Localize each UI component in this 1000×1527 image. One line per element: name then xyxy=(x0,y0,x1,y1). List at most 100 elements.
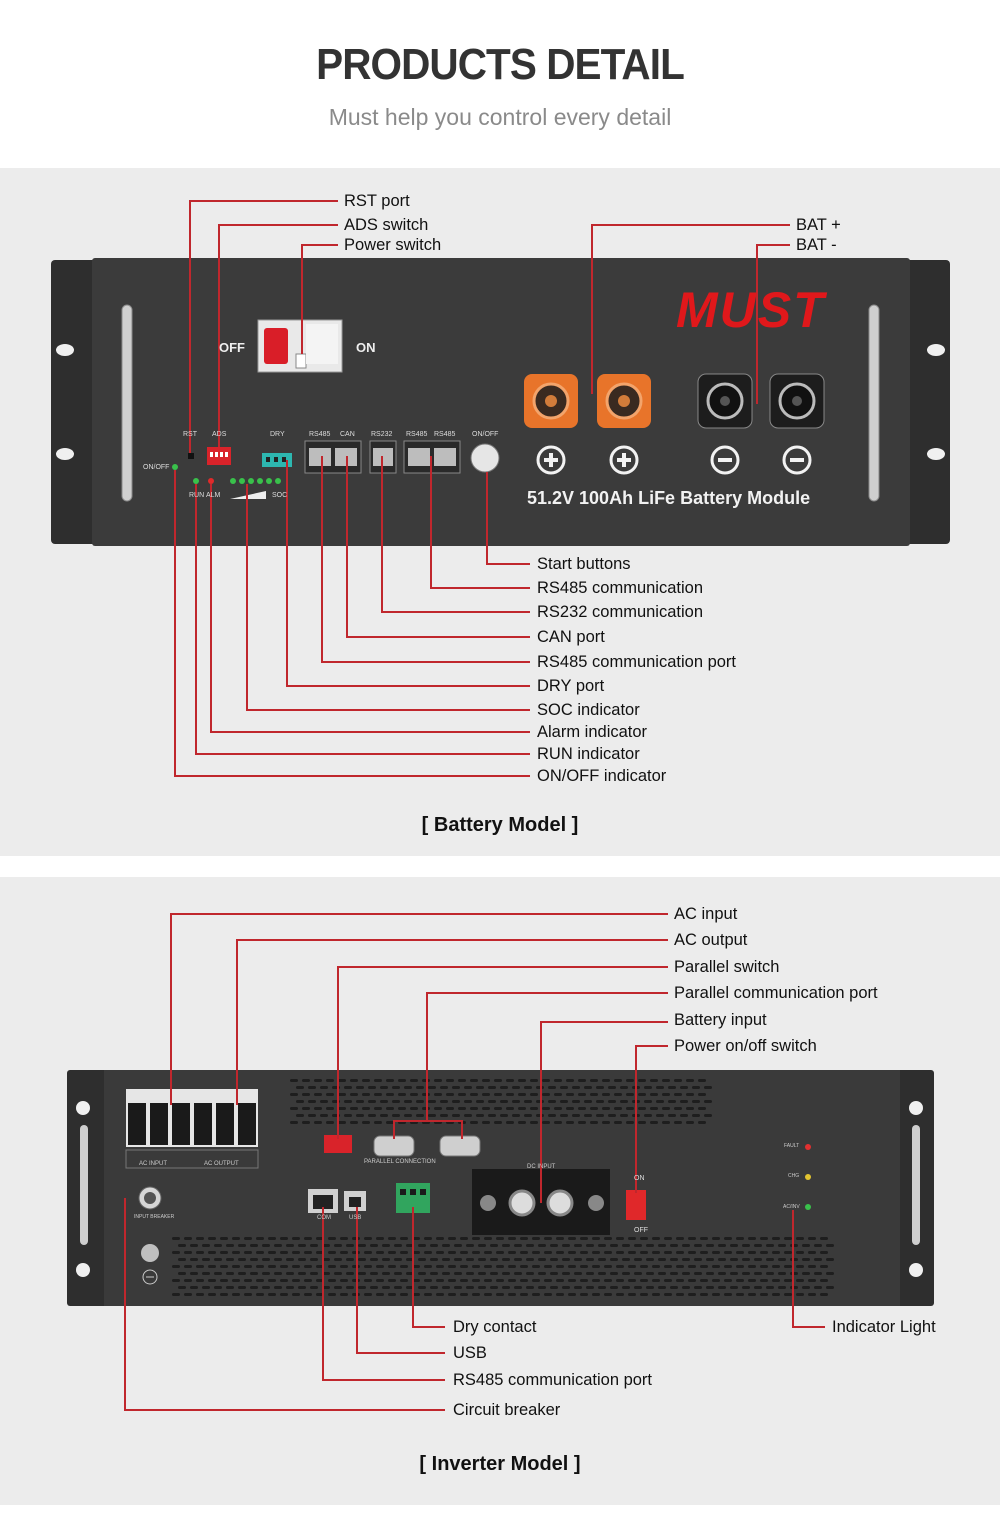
vent-slot xyxy=(662,1079,670,1082)
vent-slot xyxy=(308,1114,316,1117)
callout-ac-output: AC output xyxy=(674,931,748,949)
callout-rs485-comm: RS485 communication xyxy=(537,579,703,597)
callout-run-indicator: RUN indicator xyxy=(537,745,640,763)
vent-slot xyxy=(392,1114,400,1117)
vent-slot xyxy=(748,1293,756,1296)
vent-slot xyxy=(598,1286,606,1289)
vent-slot xyxy=(328,1237,336,1240)
vent-slot xyxy=(196,1293,204,1296)
vent-slot xyxy=(190,1272,198,1275)
vent-slot xyxy=(530,1079,538,1082)
vent-slot xyxy=(500,1100,508,1103)
battery-terminal-neg xyxy=(546,1189,574,1217)
vent-slot xyxy=(346,1258,354,1261)
vent-slot xyxy=(442,1258,450,1261)
vent-slot xyxy=(676,1251,684,1254)
ac-input-label: AC INPUT xyxy=(139,1161,168,1167)
vent-slot xyxy=(526,1258,534,1261)
vent-slot xyxy=(574,1286,582,1289)
vent-slot xyxy=(530,1093,538,1096)
vent-slot xyxy=(694,1258,702,1261)
vent-slot xyxy=(662,1121,670,1124)
rs232-label: RS232 xyxy=(371,431,393,438)
vent-slot xyxy=(398,1107,406,1110)
vent-slot xyxy=(614,1107,622,1110)
vent-slot xyxy=(610,1244,618,1247)
vent-slot xyxy=(410,1093,418,1096)
vent-slot xyxy=(560,1100,568,1103)
vent-slot xyxy=(172,1237,180,1240)
vent-slot xyxy=(688,1279,696,1282)
vent-slot xyxy=(802,1286,810,1289)
vent-slot xyxy=(482,1093,490,1096)
vent-slot xyxy=(554,1121,562,1124)
vent-slot xyxy=(226,1244,234,1247)
dc-input-label: DC INPUT xyxy=(527,1164,556,1170)
module-name: 51.2V 100Ah LiFe Battery Module xyxy=(527,488,811,508)
vent-slot xyxy=(616,1237,624,1240)
vent-slot xyxy=(598,1272,606,1275)
vent-slot xyxy=(400,1237,408,1240)
vent-slot xyxy=(490,1258,498,1261)
vent-slot xyxy=(640,1279,648,1282)
vent-slot xyxy=(226,1272,234,1275)
vent-slot xyxy=(682,1258,690,1261)
vent-slot xyxy=(562,1258,570,1261)
vent-slot xyxy=(664,1237,672,1240)
vent-slot xyxy=(256,1237,264,1240)
vent-slot xyxy=(370,1272,378,1275)
vent-slot xyxy=(424,1251,432,1254)
vent-slot xyxy=(190,1286,198,1289)
vent-slot xyxy=(244,1265,252,1268)
vent-slot xyxy=(608,1100,616,1103)
vent-slot xyxy=(452,1100,460,1103)
vent-slot xyxy=(280,1251,288,1254)
vent-slot xyxy=(506,1107,514,1110)
vent-slot xyxy=(608,1114,616,1117)
vent-slot xyxy=(496,1279,504,1282)
off-label: OFF xyxy=(219,340,245,355)
vent-slot xyxy=(374,1093,382,1096)
vent-slot xyxy=(796,1237,804,1240)
vent-slot xyxy=(286,1272,294,1275)
vent-slot xyxy=(698,1079,706,1082)
parallel-dip-switch xyxy=(324,1135,352,1153)
vent-slot xyxy=(622,1258,630,1261)
vent-slot xyxy=(796,1279,804,1282)
vent-slot xyxy=(172,1293,180,1296)
vent-slot xyxy=(674,1093,682,1096)
vent-slot xyxy=(784,1251,792,1254)
vent-slot xyxy=(676,1237,684,1240)
vent-slot xyxy=(598,1258,606,1261)
vent-slot xyxy=(376,1251,384,1254)
vent-slot xyxy=(706,1244,714,1247)
vent-slot xyxy=(526,1286,534,1289)
callout-rst-port: RST port xyxy=(344,192,410,210)
vent-slot xyxy=(346,1244,354,1247)
vent-slot xyxy=(190,1244,198,1247)
vent-slot xyxy=(580,1237,588,1240)
vent-slot xyxy=(356,1100,364,1103)
vent-slot xyxy=(514,1258,522,1261)
vent-slot xyxy=(470,1079,478,1082)
vent-slot xyxy=(682,1272,690,1275)
vent-slot xyxy=(622,1244,630,1247)
vent-slot xyxy=(826,1244,834,1247)
vent-slot xyxy=(208,1251,216,1254)
vent-slot xyxy=(626,1079,634,1082)
callout-parallel-switch: Parallel switch xyxy=(674,958,780,976)
vent-slot xyxy=(356,1086,364,1089)
breaker-label-plate xyxy=(306,324,338,364)
vent-slot xyxy=(178,1272,186,1275)
vent-slot xyxy=(496,1251,504,1254)
vent-slot xyxy=(184,1251,192,1254)
bracket-hole xyxy=(927,344,945,356)
vent-slot xyxy=(808,1265,816,1268)
vent-slot xyxy=(308,1086,316,1089)
vent-slot xyxy=(664,1251,672,1254)
vent-slot xyxy=(700,1251,708,1254)
vent-slot xyxy=(410,1079,418,1082)
vent-slot xyxy=(454,1258,462,1261)
vent-slot xyxy=(568,1279,576,1282)
vent-slot xyxy=(814,1244,822,1247)
